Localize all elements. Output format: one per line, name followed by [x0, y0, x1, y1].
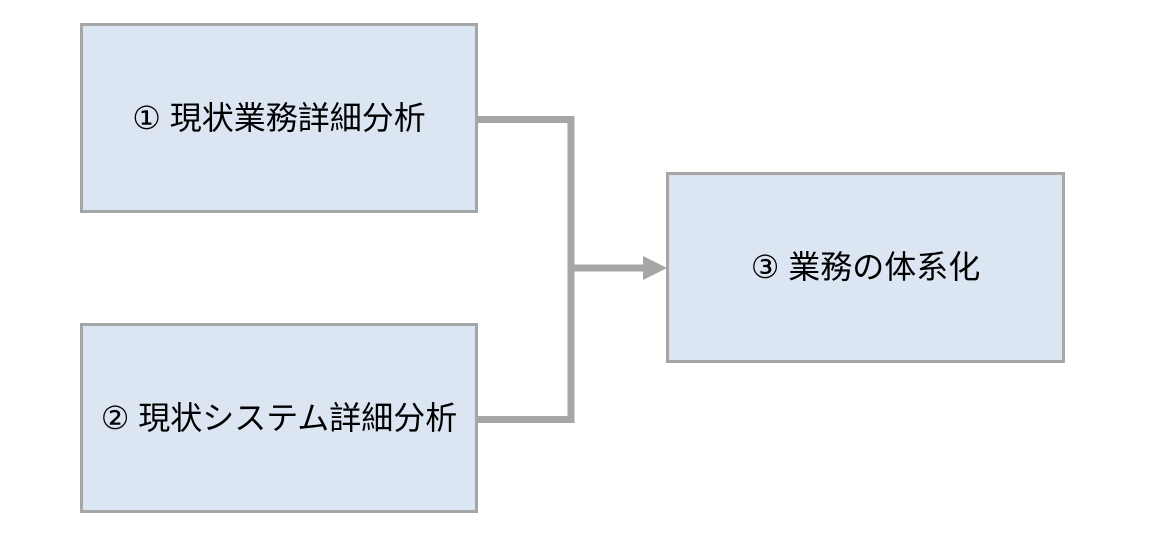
flow-box-current-business-analysis: ① 現状業務詳細分析: [80, 23, 478, 213]
flow-box-label: ② 現状システム詳細分析: [100, 399, 458, 436]
flow-box-current-system-analysis: ② 現状システム詳細分析: [80, 323, 478, 513]
flow-box-label: ① 現状業務詳細分析: [132, 99, 426, 136]
flow-box-business-systematization: ③ 業務の体系化: [666, 172, 1065, 363]
flow-box-label: ③ 業務の体系化: [750, 249, 981, 286]
merge-bracket-line: [478, 116, 575, 423]
arrowhead-icon: [643, 256, 667, 280]
